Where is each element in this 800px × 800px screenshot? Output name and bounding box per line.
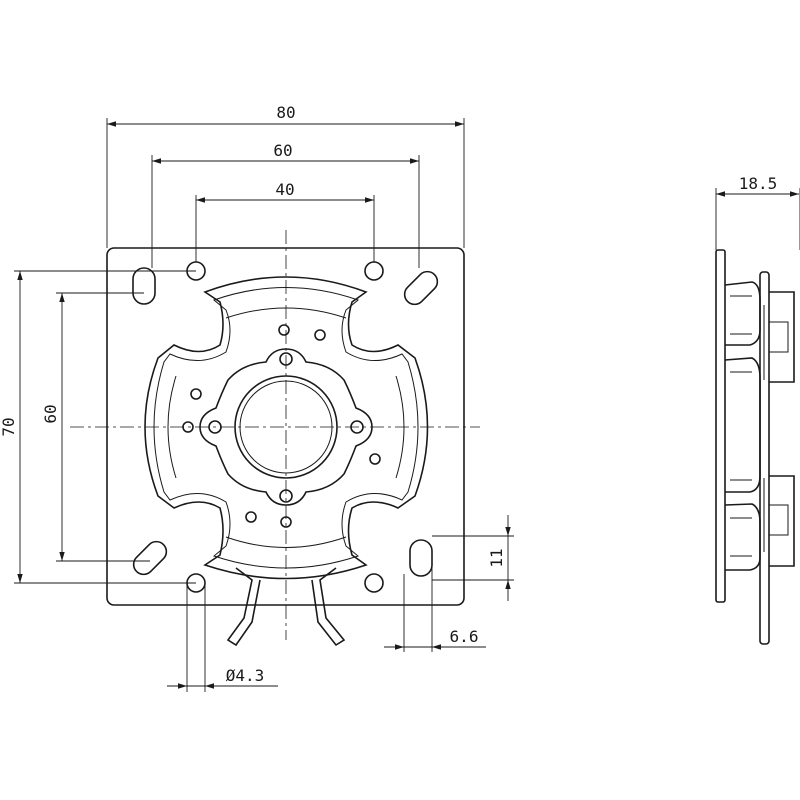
clip-hole-7 bbox=[280, 516, 292, 528]
slot-bottom-left bbox=[132, 540, 168, 576]
side-clip-body-middle bbox=[724, 357, 761, 493]
clip-hole-3 bbox=[190, 388, 202, 400]
hole-bottom-right bbox=[364, 573, 384, 593]
clip-rim-band bbox=[167, 307, 405, 548]
spring-leg-right bbox=[311, 567, 346, 647]
hub-hole-right bbox=[350, 420, 364, 434]
clip-hole-4 bbox=[182, 421, 194, 433]
side-plate bbox=[715, 249, 726, 603]
dim-text-hole-diameter: Ø4.3 bbox=[226, 666, 265, 685]
side-spring-bar bbox=[759, 271, 770, 645]
dim-text-80: 80 bbox=[276, 103, 295, 122]
slot-bottom-right bbox=[409, 539, 433, 577]
slot-top-left bbox=[132, 267, 156, 305]
clip-hole-6 bbox=[245, 511, 257, 523]
side-clip-body-upper bbox=[724, 281, 761, 346]
spring-leg-left bbox=[226, 567, 261, 647]
dim-text-40: 40 bbox=[275, 180, 294, 199]
dim-text-11: 11 bbox=[487, 548, 506, 567]
hub-center-bore bbox=[234, 375, 338, 479]
front-view: 80 60 40 70 60 11 6.6 bbox=[0, 103, 514, 692]
hole-top-right bbox=[364, 261, 384, 281]
hub-hole-bottom bbox=[279, 489, 293, 503]
hub-lobed-outline bbox=[199, 348, 373, 506]
dim-text-18-5: 18.5 bbox=[739, 174, 778, 193]
mounting-plate-outline bbox=[106, 247, 465, 606]
slot-top-right bbox=[403, 270, 439, 306]
clip-hole-2 bbox=[314, 329, 326, 341]
clip-hole-5 bbox=[369, 453, 381, 465]
dim-text-60-horizontal: 60 bbox=[273, 141, 292, 160]
dim-text-60-vertical: 60 bbox=[41, 404, 60, 423]
clip-frame-outer bbox=[144, 276, 429, 580]
dim-text-70: 70 bbox=[0, 417, 18, 436]
hub-inner-ring bbox=[239, 380, 333, 474]
side-clip-flange bbox=[769, 291, 795, 567]
dim-text-6-6: 6.6 bbox=[450, 627, 479, 646]
hub-hole-top bbox=[279, 352, 293, 366]
clip-hole-1 bbox=[278, 324, 290, 336]
side-clip-body-lower bbox=[724, 503, 761, 571]
side-view: 18.5 bbox=[715, 174, 800, 645]
clip-frame-inner bbox=[153, 287, 419, 569]
hub-hole-left bbox=[208, 420, 222, 434]
